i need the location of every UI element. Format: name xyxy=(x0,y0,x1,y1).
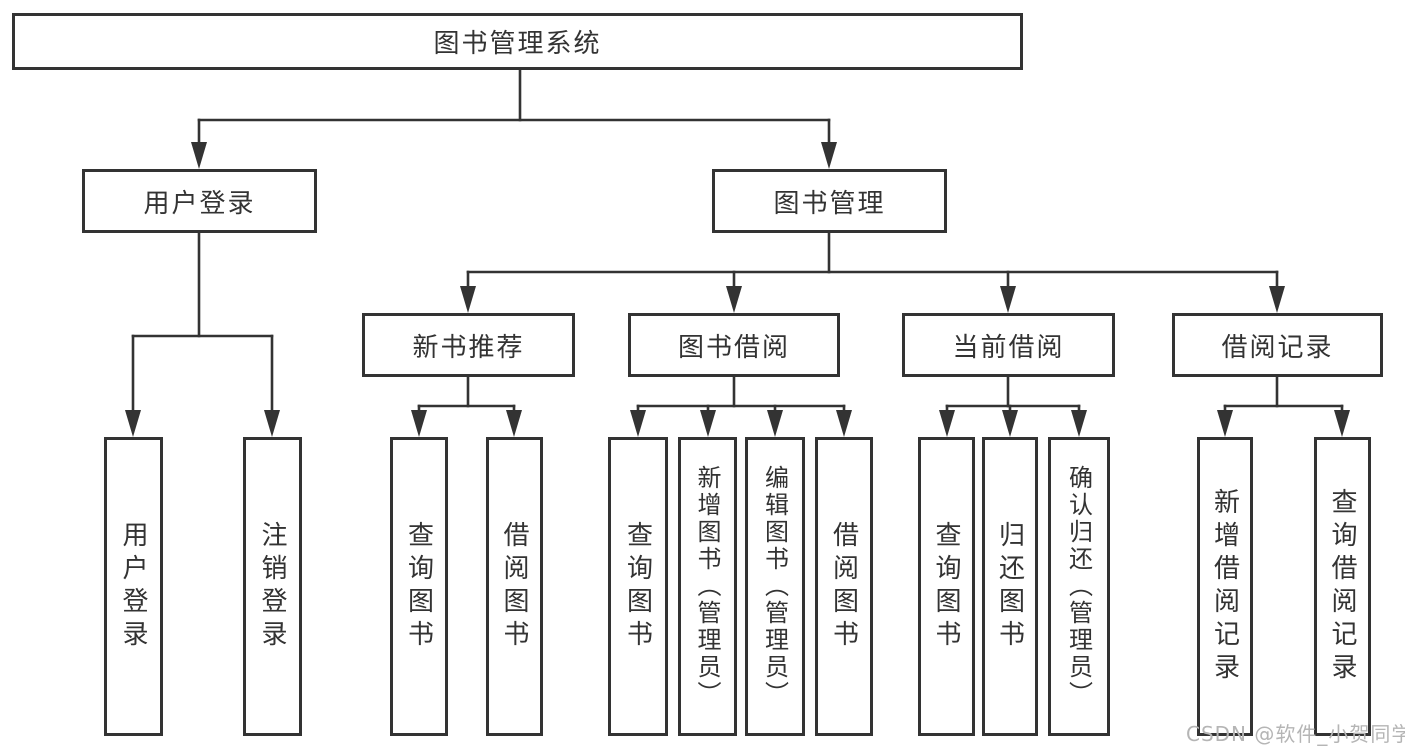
arrowhead-icon xyxy=(767,410,783,437)
node-user-login: 用户登录 xyxy=(82,169,317,233)
arrowhead-icon xyxy=(821,142,837,169)
node-leaf-log-query: 查询借阅记录 xyxy=(1314,437,1371,736)
node-label-leaf-cur-query: 查询图书 xyxy=(931,520,961,653)
node-leaf-cur-query: 查询图书 xyxy=(918,437,975,736)
arrowhead-icon xyxy=(1000,286,1016,313)
node-leaf-cur-confirm: 确认归还（管理员） xyxy=(1048,437,1110,736)
node-label-leaf-log-add: 新增借阅记录 xyxy=(1209,487,1240,686)
node-label-leaf-bor-edit: 编辑图书（管理员） xyxy=(760,465,789,708)
node-leaf-log-add: 新增借阅记录 xyxy=(1197,437,1253,736)
node-label-leaf-log-query: 查询借阅记录 xyxy=(1327,487,1357,686)
node-label-user-login: 用户登录 xyxy=(143,188,256,219)
node-leaf-cur-return: 归还图书 xyxy=(982,437,1038,736)
node-label-borrow-records: 借阅记录 xyxy=(1221,332,1334,363)
node-label-leaf-bor-add: 新增图书（管理员） xyxy=(693,465,721,708)
node-label-book-manage: 图书管理 xyxy=(773,188,886,219)
node-label-leaf-user-login: 用户登录 xyxy=(118,520,148,653)
arrowhead-icon xyxy=(191,142,207,169)
node-label-leaf-logout: 注销登录 xyxy=(257,520,287,653)
node-label-leaf-cur-return: 归还图书 xyxy=(994,520,1025,653)
node-leaf-bor-add: 新增图书（管理员） xyxy=(678,437,737,736)
arrowhead-icon xyxy=(726,286,742,313)
node-leaf-bor-borrow: 借阅图书 xyxy=(815,437,873,736)
node-book-manage: 图书管理 xyxy=(712,169,947,233)
node-leaf-bor-edit: 编辑图书（管理员） xyxy=(745,437,805,736)
node-leaf-logout: 注销登录 xyxy=(243,437,302,736)
node-leaf-rec-query: 查询图书 xyxy=(390,437,448,736)
arrowhead-icon xyxy=(836,410,852,437)
arrowhead-icon xyxy=(1269,286,1285,313)
node-root: 图书管理系统 xyxy=(12,13,1023,70)
node-current-borrow: 当前借阅 xyxy=(902,313,1115,377)
node-label-leaf-bor-borrow: 借阅图书 xyxy=(828,520,859,653)
node-label-leaf-bor-query: 查询图书 xyxy=(622,520,653,653)
arrowhead-icon xyxy=(264,410,280,437)
arrowhead-icon xyxy=(460,286,476,313)
arrowhead-icon xyxy=(1071,410,1087,437)
arrowhead-icon xyxy=(125,410,141,437)
node-leaf-user-login: 用户登录 xyxy=(104,437,163,736)
arrowhead-icon xyxy=(700,410,716,437)
node-borrow-records: 借阅记录 xyxy=(1172,313,1383,377)
arrowhead-icon xyxy=(630,410,646,437)
node-label-leaf-cur-confirm: 确认归还（管理员） xyxy=(1064,465,1093,708)
node-label-book-borrow: 图书借阅 xyxy=(677,332,790,363)
node-label-current-borrow: 当前借阅 xyxy=(952,332,1065,363)
node-label-leaf-rec-query: 查询图书 xyxy=(403,520,434,653)
node-new-book-recommend: 新书推荐 xyxy=(362,313,575,377)
node-label-leaf-rec-borrow: 借阅图书 xyxy=(499,520,529,653)
watermark: CSDN @软件_小贺同学 xyxy=(1186,722,1405,746)
arrowhead-icon xyxy=(1334,410,1350,437)
arrowhead-icon xyxy=(411,410,427,437)
node-label-new-book-recommend: 新书推荐 xyxy=(412,332,525,363)
arrowhead-icon xyxy=(506,410,522,437)
arrowhead-icon xyxy=(1002,410,1018,437)
node-leaf-bor-query: 查询图书 xyxy=(608,437,668,736)
node-label-root: 图书管理系统 xyxy=(433,29,602,59)
node-book-borrow: 图书借阅 xyxy=(628,313,840,377)
arrowhead-icon xyxy=(1217,410,1233,437)
arrowhead-icon xyxy=(939,410,955,437)
node-leaf-rec-borrow: 借阅图书 xyxy=(486,437,543,736)
